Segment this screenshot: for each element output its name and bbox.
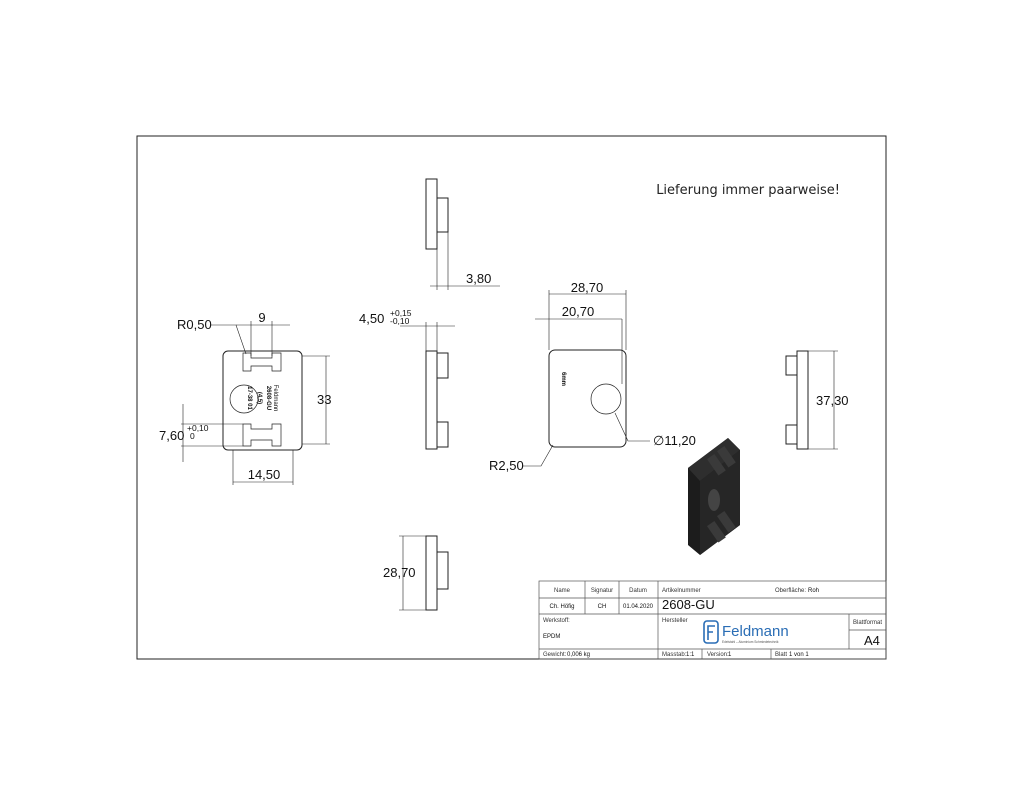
svg-text:Hersteller: Hersteller <box>662 618 688 624</box>
dim-rear-width: 28,70 <box>571 280 604 295</box>
svg-text:01.04.2020: 01.04.2020 <box>623 604 654 610</box>
side-view-right: 37,30 <box>785 350 849 450</box>
feldmann-logo: Feldmann Edelstahl – Aluminium Schmiedet… <box>703 620 789 644</box>
sheet-format: A4 <box>864 633 880 648</box>
rear-view: 6mm 28,70 20,70 ∅11,20 R2,50 <box>489 280 696 473</box>
dim-front-slot-width: 9 <box>258 310 265 325</box>
dim-right-height: 37,30 <box>816 393 849 408</box>
svg-text:Feldmann: Feldmann <box>722 623 789 640</box>
dim-front-radius: R0,50 <box>177 317 212 332</box>
svg-text:Gewicht:: Gewicht: <box>543 652 567 658</box>
svg-text:1:1: 1:1 <box>686 652 695 658</box>
dim-rear-inner-width: 20,70 <box>562 304 595 319</box>
side-view-top: 3,80 <box>425 178 500 290</box>
svg-text:Version:: Version: <box>707 652 729 658</box>
delivery-note: Lieferung immer paarweise! <box>656 183 840 198</box>
svg-text:Edelstahl – Aluminium Schmiede: Edelstahl – Aluminium Schmiedetechnik <box>722 640 779 644</box>
dim-side-mid-tol-lower: -0,10 <box>390 316 410 326</box>
svg-text:0,006 kg: 0,006 kg <box>567 652 590 658</box>
front-view: Feldmann 2608-GU (4,5) 17-38 01 9 R0,50 … <box>159 310 331 485</box>
svg-text:EPDM: EPDM <box>543 634 560 640</box>
svg-text:Artikelnummer: Artikelnummer <box>662 588 701 594</box>
dim-side-mid-depth: 4,50 <box>359 311 384 326</box>
dim-front-offset-tol-upper: +0,10 <box>187 423 209 433</box>
dim-front-offset: 7,60 <box>159 428 184 443</box>
dim-front-offset-tol-lower: 0 <box>190 431 195 441</box>
isometric-view <box>688 438 740 555</box>
svg-text:Signatur: Signatur <box>591 588 613 594</box>
dim-side-bottom-height: 28,70 <box>383 565 416 580</box>
title-block: Name Signatur Datum Artikelnummer Oberfl… <box>538 580 887 660</box>
engraving-brand: Feldmann <box>272 385 278 412</box>
dim-rear-hole-diameter: ∅11,20 <box>653 433 696 448</box>
engraving-size: (4,5) <box>256 392 262 404</box>
dim-rear-corner-radius: R2,50 <box>489 458 524 473</box>
svg-text:CH: CH <box>598 604 607 610</box>
dim-side-mid-tol-upper: +0,15 <box>390 308 412 318</box>
svg-text:Datum: Datum <box>629 588 647 594</box>
svg-text:Roh: Roh <box>808 588 819 594</box>
svg-text:Ch. Höfig: Ch. Höfig <box>549 604 574 610</box>
engraving-code: 17-38 01 <box>246 386 252 410</box>
svg-text:Werkstoff:: Werkstoff: <box>543 618 570 624</box>
dim-front-bottom-width: 14,50 <box>248 467 281 482</box>
svg-text:Oberfläche:: Oberfläche: <box>775 588 806 594</box>
engraving-part: 2608-GU <box>265 386 271 410</box>
svg-text:Name: Name <box>554 588 571 594</box>
svg-text:1: 1 <box>728 652 732 658</box>
rear-engraving: 6mm <box>560 372 566 386</box>
svg-text:Blatt: Blatt <box>775 652 787 658</box>
dim-side-top-depth: 3,80 <box>466 271 491 286</box>
side-view-bottom: 28,70 <box>383 535 449 611</box>
dim-front-height: 33 <box>317 392 331 407</box>
svg-text:1 von 1: 1 von 1 <box>789 652 809 658</box>
svg-text:Blattformat: Blattformat <box>853 620 882 626</box>
side-view-middle: 4,50 +0,15 -0,10 <box>359 308 455 450</box>
article-number: 2608-GU <box>662 597 715 612</box>
svg-text:Masstab:: Masstab: <box>662 652 687 658</box>
drawing-frame <box>136 135 887 660</box>
